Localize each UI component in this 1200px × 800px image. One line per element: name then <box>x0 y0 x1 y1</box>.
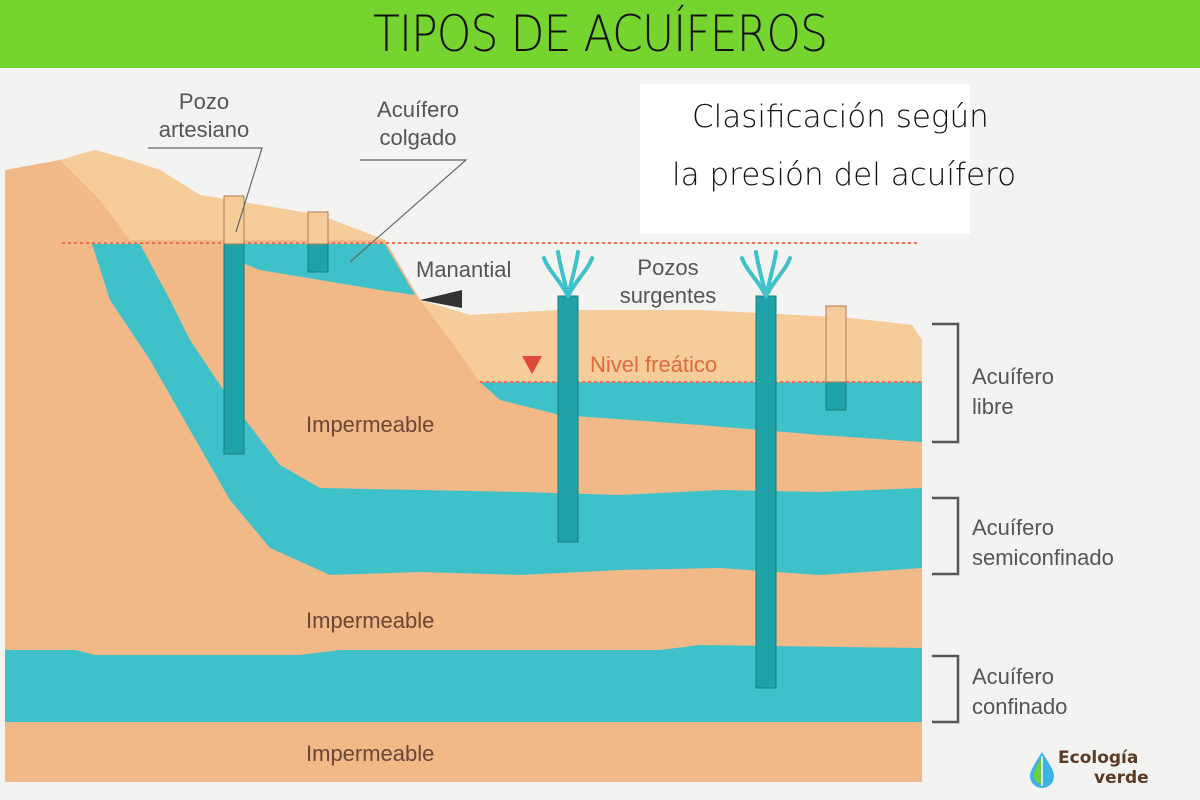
label-acuifero-semiconfinado: Acuífero semiconfinado <box>972 513 1114 573</box>
label-line: Pozo <box>178 89 230 114</box>
label-manantial: Manantial <box>416 257 512 282</box>
label-impermeable-2: Impermeable <box>306 608 435 633</box>
subtitle-box <box>640 84 970 234</box>
label-acuifero-libre: Acuífero libre <box>972 362 1054 422</box>
aquifer-diagram <box>5 147 960 782</box>
label-line: Acuífero <box>972 664 1054 689</box>
label-nivel-freatico: Nivel freático <box>590 352 718 377</box>
subtitle-line2: la presión del acuífero <box>672 157 1017 193</box>
label-line: libre <box>972 394 1014 419</box>
label-impermeable-3: Impermeable <box>306 741 435 766</box>
logo-text-line1: Ecología <box>1058 748 1139 768</box>
ecologia-verde-logo: Ecología verde <box>1028 748 1188 792</box>
semiconfined-aquifer <box>92 244 922 575</box>
label-line: artesiano <box>158 117 250 142</box>
label-impermeable-1: Impermeable <box>306 412 435 437</box>
label-line: Acuífero <box>972 515 1054 540</box>
label-line: surgentes <box>619 283 717 308</box>
well-flowing-2 <box>755 295 777 689</box>
label-pozo-artesiano: Pozo artesiano <box>159 88 250 144</box>
logo-text-line2: verde <box>1094 768 1149 788</box>
free-aquifer <box>480 382 922 442</box>
label-line: Acuífero <box>972 364 1054 389</box>
label-pozos-surgentes: Pozos surgentes <box>608 254 728 310</box>
well-flowing-1 <box>557 295 579 543</box>
label-acuifero-colgado: Acuífero colgado <box>366 96 470 152</box>
page-title: TIPOS DE ACUÍFEROS <box>372 5 828 63</box>
label-line: Acuífero <box>377 97 459 122</box>
confined-aquifer <box>5 645 922 722</box>
label-line: colgado <box>379 125 457 150</box>
water-table-icon <box>522 356 542 374</box>
label-line: Pozos <box>637 255 699 280</box>
fountain-icon <box>542 250 792 298</box>
label-line: confinado <box>972 694 1068 719</box>
title-banner: TIPOS DE ACUÍFEROS <box>0 0 1200 68</box>
spring-arrow-icon <box>420 290 462 308</box>
label-line: semiconfinado <box>972 545 1114 570</box>
leaf-drop-icon <box>1030 752 1054 788</box>
subtitle-line1: Clasificación según <box>692 99 989 135</box>
label-acuifero-confinado: Acuífero confinado <box>972 662 1067 722</box>
